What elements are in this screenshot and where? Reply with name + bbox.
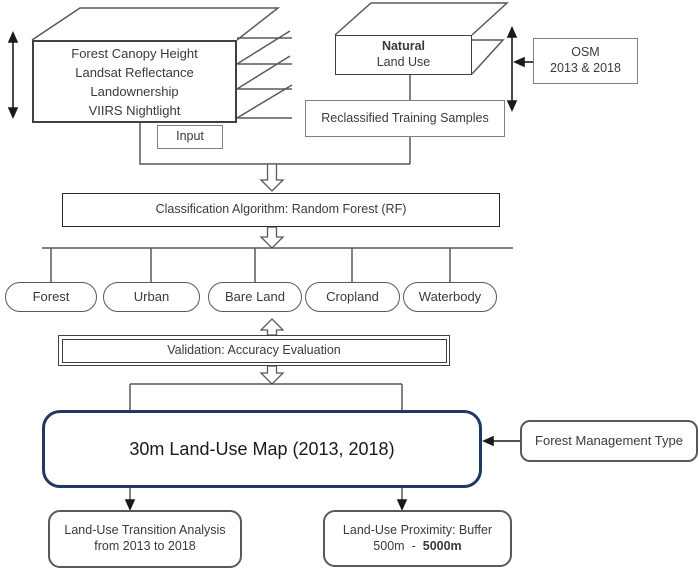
landuse-map-label: 30m Land-Use Map (2013, 2018) — [129, 438, 395, 459]
flow-arrow-up-icon — [259, 318, 285, 336]
range-end: 5000m — [422, 538, 462, 553]
arrowhead-down-icon — [396, 499, 408, 511]
reclassified-samples-label: Reclassified Training Samples — [321, 110, 489, 125]
flow-arrow-down-icon — [259, 163, 285, 192]
stack-layer-lines — [237, 37, 292, 119]
transition-line: Land-Use Transition Analysis — [64, 523, 226, 538]
arrowhead-down-icon — [124, 499, 136, 511]
reclassified-samples-box: Reclassified Training Samples — [305, 100, 505, 137]
arrowhead-left-icon — [513, 56, 525, 68]
stack-line: VIIRS Nightlight — [88, 102, 181, 118]
validation-box: Validation: Accuracy Evaluation — [58, 335, 450, 366]
range-start: 500m — [373, 538, 405, 553]
validation-inner-frame: Validation: Accuracy Evaluation — [61, 338, 447, 363]
landuse-map-box: 30m Land-Use Map (2013, 2018) — [42, 410, 482, 488]
proximity-line: Land-Use Proximity: Buffer — [342, 522, 493, 537]
stack-layer-diagonals — [236, 30, 293, 119]
classification-label: Classification Algorithm: Random Forest … — [155, 202, 407, 217]
proximity-buffer-box: Land-Use Proximity: Buffer 500m-5000m — [323, 510, 512, 567]
class-pill-forest: Forest — [5, 282, 97, 312]
transition-line: from 2013 to 2018 — [94, 539, 196, 553]
natural-side-flap — [471, 39, 505, 75]
class-label: Bare Land — [225, 288, 285, 304]
arrowhead-up-icon — [506, 26, 518, 38]
class-label: Waterbody — [418, 288, 482, 304]
osm-label: OSM — [571, 45, 600, 60]
flow-arrow-down-icon — [259, 365, 285, 385]
stack-top-flap — [31, 7, 281, 41]
stack-line: Landownership — [90, 83, 179, 99]
osm-years: 2013 & 2018 — [550, 61, 621, 75]
arrowhead-left-icon — [482, 435, 494, 447]
class-label: Forest — [32, 288, 70, 304]
osm-box: OSM 2013 & 2018 — [533, 38, 638, 84]
arrowhead-down-icon — [7, 107, 19, 119]
input-stack-box: Forest Canopy Height Landsat Reflectance… — [32, 40, 237, 123]
range-dash: - — [411, 538, 416, 553]
natural-landuse-box: Natural Land Use — [335, 35, 472, 75]
input-label-box: Input — [157, 125, 223, 149]
stack-line: Landsat Reflectance — [75, 64, 194, 80]
class-label: Cropland — [326, 288, 379, 304]
classification-box: Classification Algorithm: Random Forest … — [62, 193, 500, 227]
natural-label: Natural — [381, 39, 426, 54]
natural-top-flap — [334, 2, 509, 36]
class-branch-lines — [42, 247, 513, 282]
forest-mgmt-label: Forest Management Type — [535, 432, 683, 448]
class-label: Urban — [133, 288, 170, 304]
flow-arrow-down-icon — [259, 226, 285, 249]
class-pill-urban: Urban — [103, 282, 200, 312]
proximity-range: 500m-5000m — [373, 539, 461, 555]
arrowhead-up-icon — [7, 31, 19, 43]
input-label: Input — [176, 129, 204, 144]
class-pill-bare-land: Bare Land — [208, 282, 302, 312]
input-confluence-lines — [139, 75, 411, 165]
class-pill-waterbody: Waterbody — [403, 282, 497, 312]
validation-label: Validation: Accuracy Evaluation — [167, 342, 341, 357]
arrowhead-down-icon — [506, 100, 518, 112]
stack-line: Forest Canopy Height — [71, 45, 198, 61]
forest-mgmt-box: Forest Management Type — [520, 420, 698, 462]
class-pill-cropland: Cropland — [305, 282, 400, 312]
transition-analysis-box: Land-Use Transition Analysis from 2013 t… — [48, 510, 242, 568]
landuse-label: Land Use — [376, 55, 431, 69]
